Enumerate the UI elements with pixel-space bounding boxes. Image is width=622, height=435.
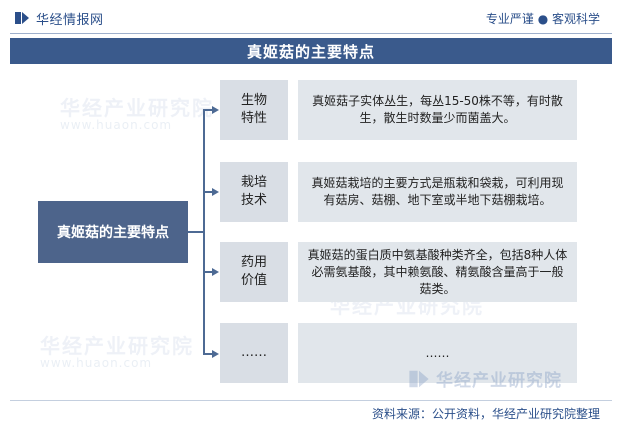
source-note: 资料来源：公开资料，华经产业研究院整理 — [371, 407, 600, 421]
branch-connector — [203, 271, 213, 273]
trunk-line — [203, 110, 205, 354]
arrow-icon — [212, 106, 219, 114]
arrow-icon — [212, 268, 219, 276]
desc-bio-traits: 真姬菇子实体丛生，每丛15-50株不等，有时散生，散生时数量少而菌盖大。 — [298, 80, 577, 140]
watermark-url: www.huaon.com — [60, 118, 173, 132]
logo-icon — [409, 370, 429, 387]
watermark-text: 华经产业研究院 — [60, 96, 214, 120]
header: 华经情报网 专业严谨 ● 客观科学 — [0, 0, 622, 34]
category-label: 栽培 — [240, 175, 267, 190]
branch-connector — [203, 109, 213, 111]
watermark-brand-text: 华经产业研究院 — [436, 371, 562, 391]
category-label: …… — [241, 345, 267, 360]
branch-connector — [203, 353, 213, 355]
desc-more: …… — [298, 323, 577, 383]
watermark-brand: 华经产业研究院 — [408, 366, 562, 391]
logo: 华经情报网 — [14, 9, 104, 28]
category-label: 技术 — [240, 193, 267, 208]
logo-icon — [15, 12, 29, 24]
footer-divider — [10, 400, 612, 401]
category-label: 特性 — [240, 111, 267, 126]
desc-cultivation: 真姬菇栽培的主要方式是瓶栽和袋栽，可利用现有菇房、菇棚、地下室或半地下菇棚栽培。 — [298, 162, 577, 222]
header-divider — [10, 33, 612, 34]
watermark-text: 华经产业研究院 — [40, 334, 194, 358]
category-medicinal-value: 药用价值 — [220, 242, 288, 302]
slogan: 专业严谨 ● 客观科学 — [485, 12, 600, 26]
category-more: …… — [220, 323, 288, 383]
main-node: 真姬菇的主要特点 — [38, 201, 188, 263]
desc-medicinal-value: 真姬菇的蛋白质中氨基酸种类齐全，包括8种人体必需氨基酸，其中赖氨酸、精氨酸含量高… — [298, 242, 577, 302]
watermark-url: www.huaon.com — [40, 356, 153, 370]
diagram-title: 真姬菇的主要特点 — [10, 38, 612, 64]
branch-connector — [203, 191, 213, 193]
category-label: 药用 — [240, 255, 267, 270]
arrow-icon — [212, 188, 219, 196]
category-label: 价值 — [240, 273, 267, 288]
arrow-icon — [212, 350, 219, 358]
category-cultivation: 栽培技术 — [220, 162, 288, 222]
category-bio-traits: 生物特性 — [220, 80, 288, 140]
main-connector — [188, 231, 204, 233]
logo-text: 华经情报网 — [36, 12, 104, 28]
category-label: 生物 — [240, 93, 267, 108]
